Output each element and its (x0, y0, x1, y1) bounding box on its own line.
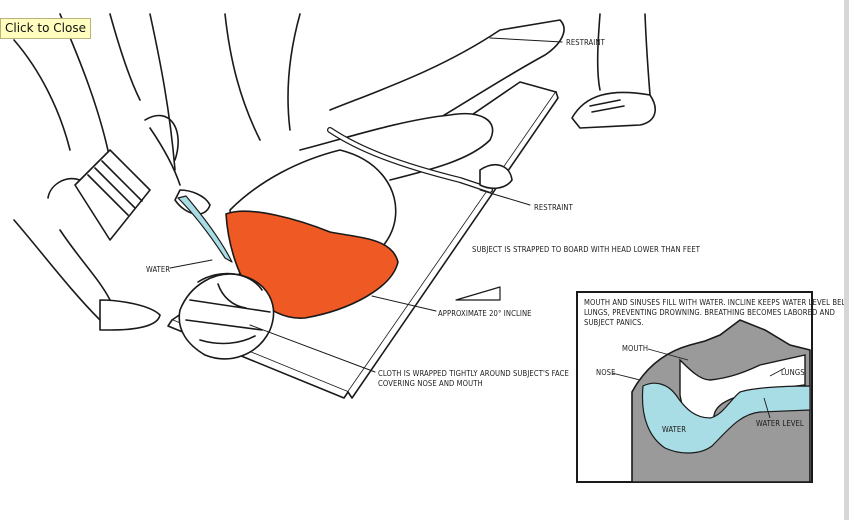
inset-label-nose: NOSE (596, 368, 616, 377)
label-restraint-top: RESTRAINT (566, 38, 606, 47)
window-edge (844, 0, 849, 520)
subject-head (179, 274, 273, 359)
inset-caption-line2: LUNGS, PREVENTING DROWNING. BREATHING BE… (584, 308, 835, 317)
label-incline: APPROXIMATE 20° INCLINE (438, 309, 532, 318)
label-water: WATER (146, 265, 170, 274)
inset-label-lungs: LUNGS (781, 368, 805, 377)
inset-label-water-level: WATER LEVEL (756, 419, 804, 428)
bucket (48, 116, 180, 240)
inset-caption-line3: SUBJECT PANICS. (584, 318, 644, 327)
standing-figure-right (572, 14, 655, 128)
inset-caption-line1: MOUTH AND SINUSES FILL WITH WATER. INCLI… (584, 298, 849, 307)
inset-label-mouth: MOUTH (622, 344, 648, 353)
label-cloth-line1: CLOTH IS WRAPPED TIGHTLY AROUND SUBJECT'… (378, 369, 569, 378)
label-restraint-mid: RESTRAINT (534, 203, 574, 212)
inset-label-water: WATER (662, 425, 686, 434)
inset-panel: MOUTH AND SINUSES FILL WITH WATER. INCLI… (577, 292, 849, 482)
click-to-close-tooltip[interactable]: Click to Close (0, 18, 91, 39)
label-subject-strapped: SUBJECT IS STRAPPED TO BOARD WITH HEAD L… (472, 245, 701, 254)
incline-triangle (456, 287, 500, 300)
label-cloth-line2: COVERING NOSE AND MOUTH (378, 379, 483, 388)
